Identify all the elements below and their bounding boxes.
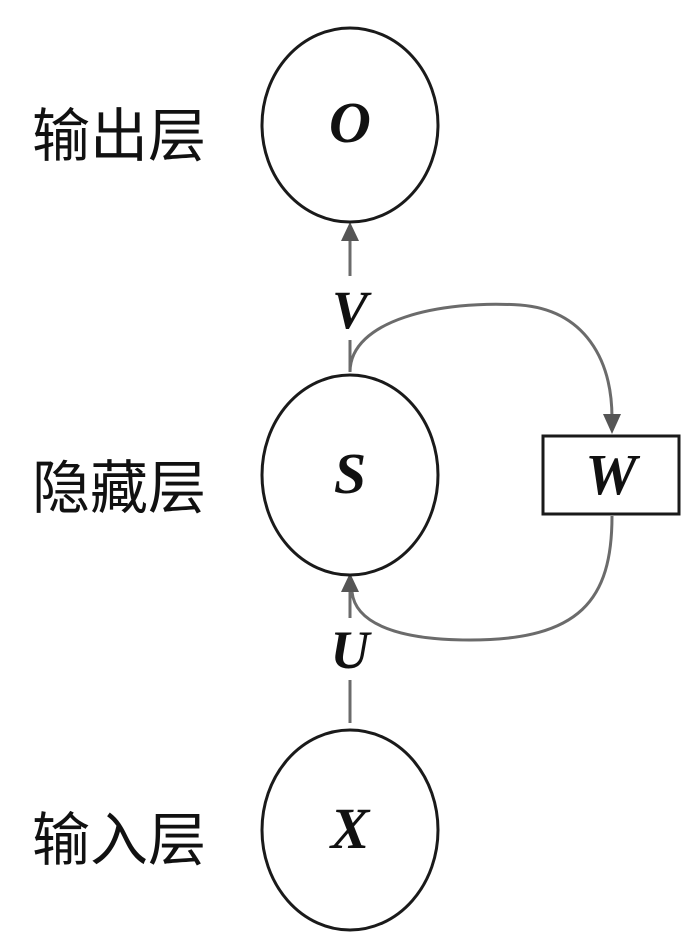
input-node xyxy=(260,728,440,932)
recurrent-weight-box xyxy=(541,434,681,516)
input-node-symbol: X xyxy=(329,796,371,861)
arrowhead-into-output xyxy=(341,222,359,241)
arrowhead-into-w xyxy=(603,414,621,434)
arrowhead-into-hidden xyxy=(341,573,359,592)
weight-u-label: U xyxy=(331,620,373,680)
hidden-layer-label: 隐藏层 xyxy=(32,454,206,522)
hidden-node-symbol: S xyxy=(334,441,366,506)
output-node-symbol: O xyxy=(329,90,371,155)
output-node xyxy=(260,26,440,224)
hidden-node xyxy=(260,373,440,577)
input-layer-label: 输入层 xyxy=(32,806,206,874)
weight-v-label: V xyxy=(332,280,372,340)
recurrent-edge-from-w xyxy=(350,515,614,642)
weight-w-label: W xyxy=(585,442,640,507)
output-layer-label: 输出层 xyxy=(32,102,206,170)
recurrent-edge-to-w xyxy=(348,302,614,419)
